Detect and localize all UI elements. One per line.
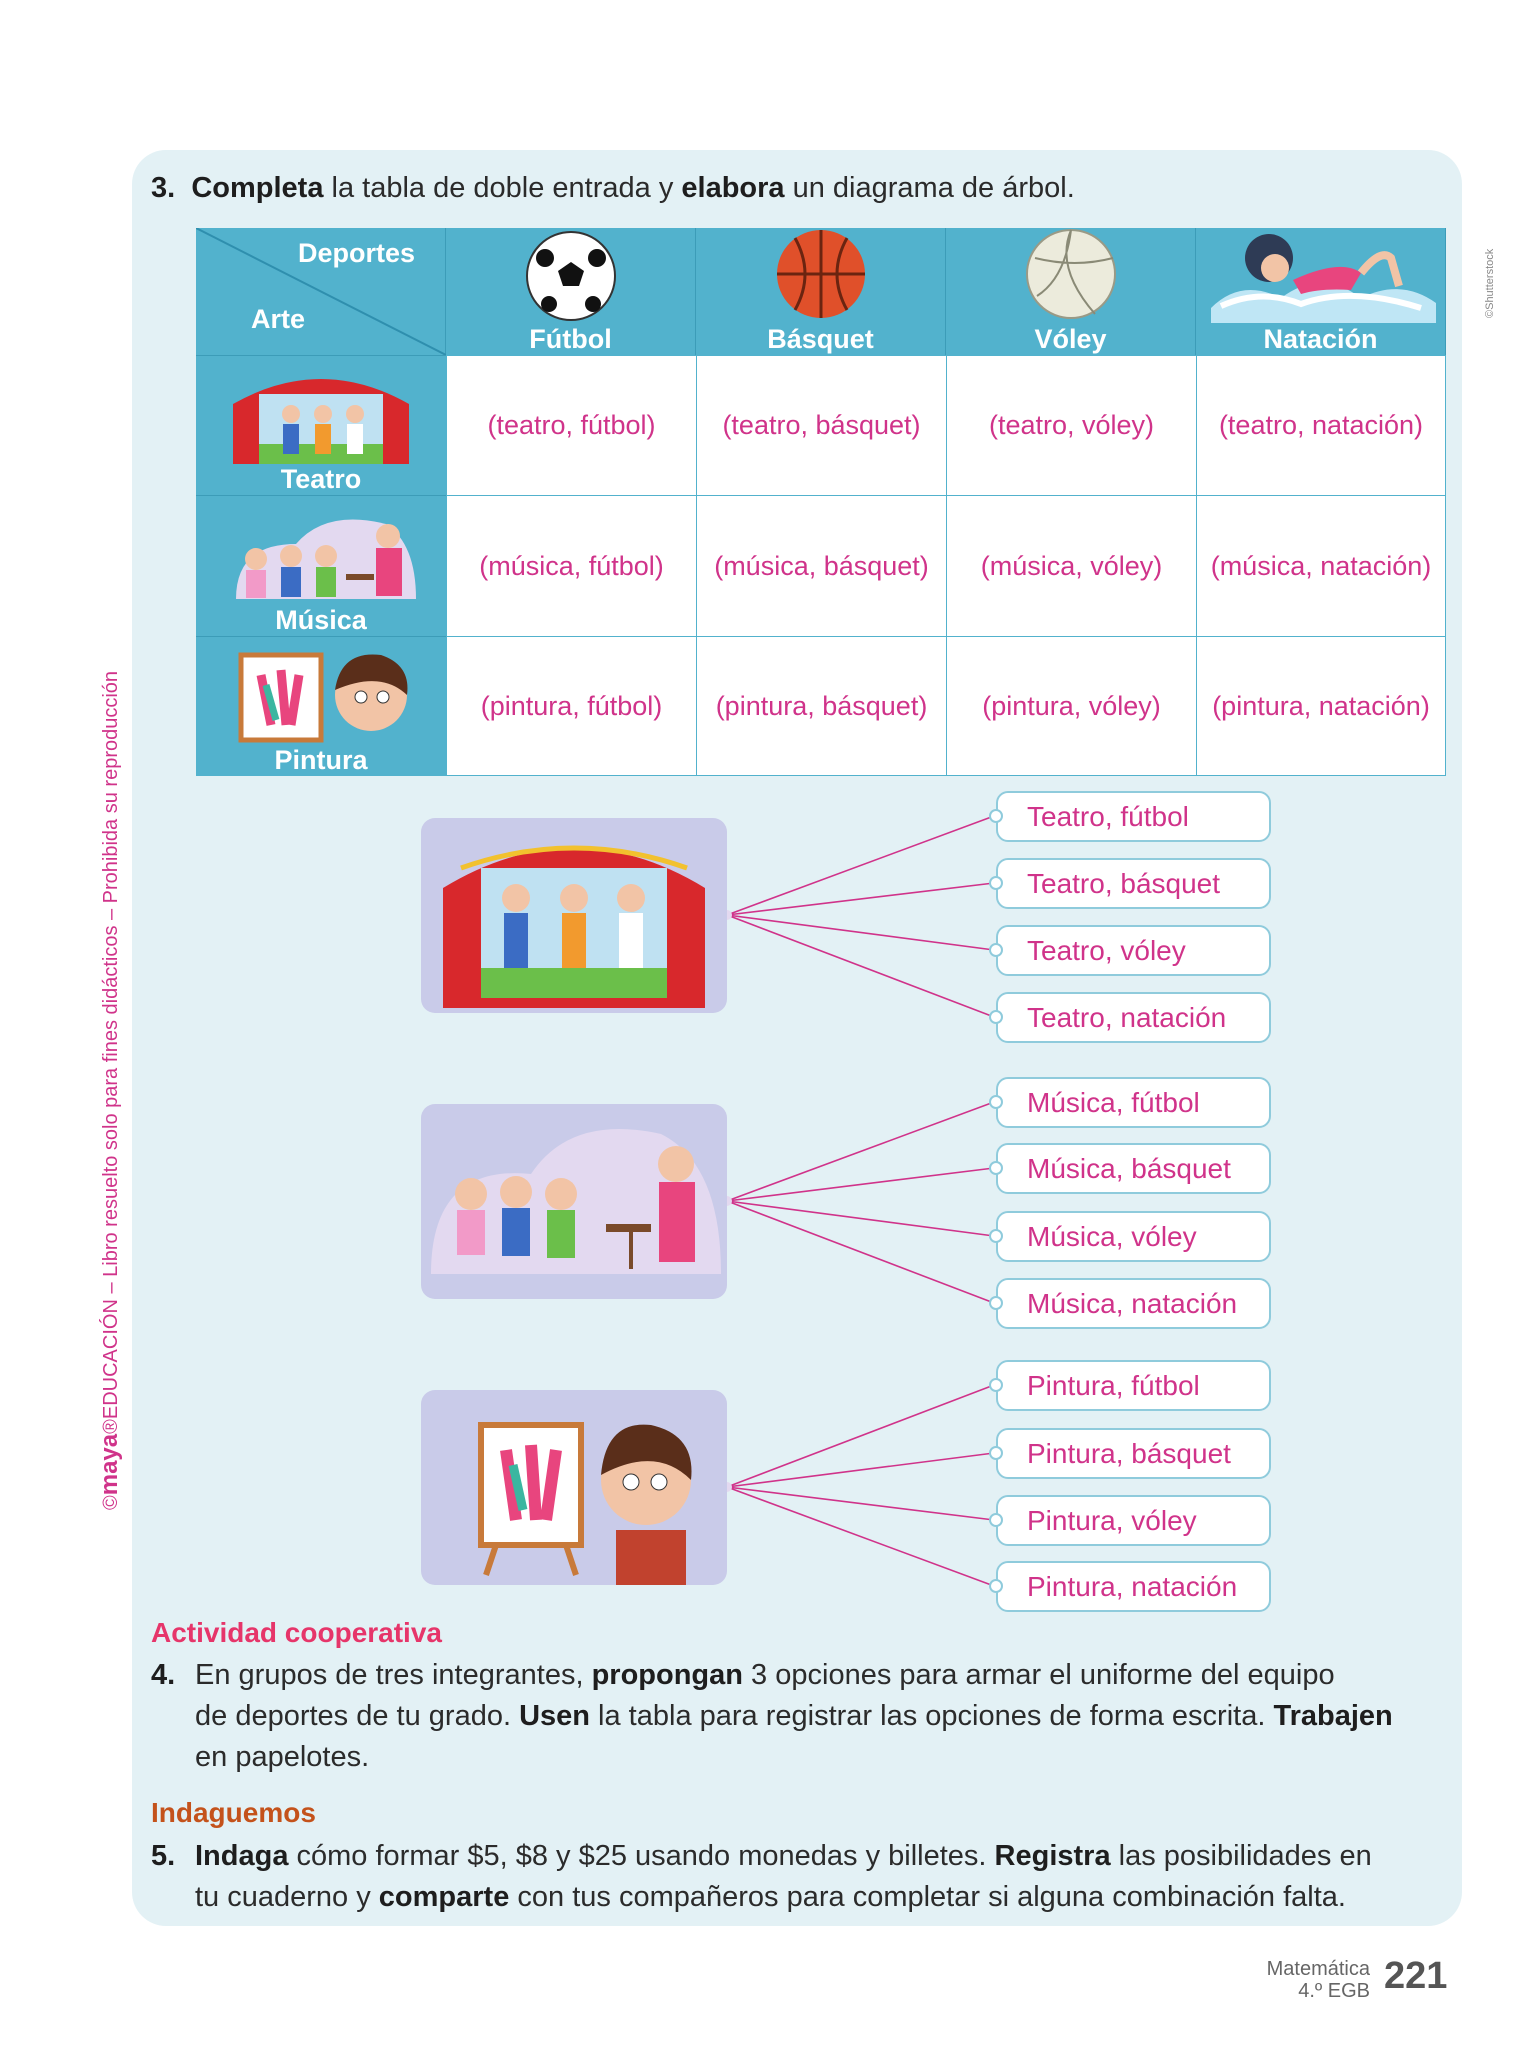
table-cell: (música, fútbol) <box>446 495 696 636</box>
tree-branch <box>726 1384 995 1488</box>
soccer-ball-icon <box>525 231 616 321</box>
table-cell: (teatro, fútbol) <box>446 355 696 495</box>
column-header-natacion: Natación <box>1196 228 1446 355</box>
tree-root-musica <box>421 1104 727 1299</box>
tree-leaf: Música, básquet <box>989 1143 1271 1194</box>
tree-leaf: Teatro, natación <box>989 992 1271 1043</box>
tree-root-teatro <box>421 818 727 1013</box>
leaf-connector-dot <box>989 876 1003 890</box>
table-cell: (pintura, básquet) <box>696 636 946 776</box>
table-cell: (pintura, vóley) <box>946 636 1196 776</box>
table-cell: (música, básquet) <box>696 495 946 636</box>
tree-branch <box>726 1486 995 1521</box>
column-header-voley: Vóley <box>946 228 1196 355</box>
leaf-connector-dot <box>989 1513 1003 1527</box>
indaguemos-heading: Indaguemos <box>151 1797 316 1828</box>
tree-leaf-label: Música, natación <box>1027 1288 1238 1319</box>
tree-leaf-label: Pintura, vóley <box>1027 1505 1197 1536</box>
leaf-connector-dot <box>989 1296 1003 1310</box>
table-cell: (pintura, fútbol) <box>446 636 696 776</box>
leaf-connector-dot <box>989 943 1003 957</box>
tree-leaf: Música, vóley <box>989 1211 1271 1262</box>
tree-leaf-label: Pintura, fútbol <box>1027 1370 1200 1401</box>
tree-branch <box>726 1200 995 1237</box>
footer-subject: Matemática 4.º EGB <box>1266 1958 1370 2002</box>
theater-stage-icon <box>443 845 705 1008</box>
tree-branch <box>726 1200 995 1304</box>
music-band-icon <box>431 1129 721 1274</box>
tree-leaf-label: Teatro, natación <box>1027 1002 1227 1033</box>
cooperative-activity-heading: Actividad cooperativa <box>151 1617 442 1648</box>
table-cell: (teatro, vóley) <box>946 355 1196 495</box>
music-band-icon <box>236 519 416 599</box>
leaf-connector-dot <box>989 1579 1003 1593</box>
painting-child-icon <box>238 652 408 743</box>
tree-branch <box>726 1452 995 1488</box>
exercise-5-instruction: 5. Indaga cómo formar $5, $8 y $25 usand… <box>151 1840 1372 1913</box>
leaf-connector-dot <box>989 1161 1003 1175</box>
tree-leaf-label: Teatro, vóley <box>1027 935 1186 966</box>
tree-leaf: Música, fútbol <box>989 1077 1271 1128</box>
table-cell: (teatro, básquet) <box>696 355 946 495</box>
swimmer-icon <box>1210 234 1436 323</box>
tree-leaf: Pintura, natación <box>989 1561 1271 1612</box>
tree-leaf-label: Pintura, básquet <box>1027 1438 1231 1469</box>
page-number: 221 <box>1384 1955 1448 1997</box>
tree-branch <box>726 815 995 916</box>
tree-leaf: Teatro, básquet <box>989 858 1271 909</box>
leaf-connector-dot <box>989 1378 1003 1392</box>
leaf-connector-dot <box>989 1095 1003 1109</box>
exercise-3-instruction: 3. Completa la tabla de doble entrada y … <box>151 172 1075 204</box>
tree-leaf-label: Música, básquet <box>1027 1153 1231 1184</box>
leaf-connector-dot <box>989 809 1003 823</box>
volleyball-icon <box>1025 229 1116 319</box>
tree-leaf-label: Música, vóley <box>1027 1221 1197 1252</box>
tree-leaf-label: Pintura, natación <box>1027 1571 1238 1602</box>
tree-branch <box>726 1167 995 1202</box>
double-entry-table: Deportes Arte Fútbol Básquet Vóley Natac… <box>196 228 1446 776</box>
basketball-icon <box>776 230 865 318</box>
table-cell: (música, vóley) <box>946 495 1196 636</box>
tree-leaf: Teatro, fútbol <box>989 791 1271 842</box>
leaf-connector-dot <box>989 1010 1003 1024</box>
theater-stage-icon <box>233 379 409 464</box>
tree-leaf: Pintura, vóley <box>989 1495 1271 1546</box>
tree-leaf: Teatro, vóley <box>989 925 1271 976</box>
row-header-teatro: Teatro <box>196 355 446 495</box>
tree-branch <box>726 914 995 1018</box>
column-header-basquet: Básquet <box>696 228 946 355</box>
corner-header: Deportes Arte <box>196 228 446 355</box>
tree-branch <box>726 914 995 951</box>
tree-leaf-label: Música, fútbol <box>1027 1087 1200 1118</box>
tree-branch <box>726 1101 995 1202</box>
tree-leaf-label: Teatro, básquet <box>1027 868 1221 899</box>
painting-child-icon <box>478 1422 692 1585</box>
leaf-connector-dot <box>989 1446 1003 1460</box>
leaf-connector-dot <box>989 1229 1003 1243</box>
tree-leaf-label: Teatro, fútbol <box>1027 801 1189 832</box>
tree-branch <box>726 1486 995 1587</box>
tree-leaf: Pintura, básquet <box>989 1428 1271 1479</box>
tree-leaf: Pintura, fútbol <box>989 1360 1271 1411</box>
table-cell: (música, natación) <box>1196 495 1446 636</box>
tree-root-pintura <box>421 1390 727 1585</box>
row-header-musica: Música <box>196 495 446 636</box>
row-header-pintura: Pintura <box>196 636 446 776</box>
table-cell: (teatro, natación) <box>1196 355 1446 495</box>
column-header-futbol: Fútbol <box>446 228 696 355</box>
tree-leaf: Música, natación <box>989 1278 1271 1329</box>
tree-branch <box>726 882 995 916</box>
exercise-4-instruction: 4. En grupos de tres integrantes, propon… <box>151 1659 1393 1773</box>
table-cell: (pintura, natación) <box>1196 636 1446 776</box>
